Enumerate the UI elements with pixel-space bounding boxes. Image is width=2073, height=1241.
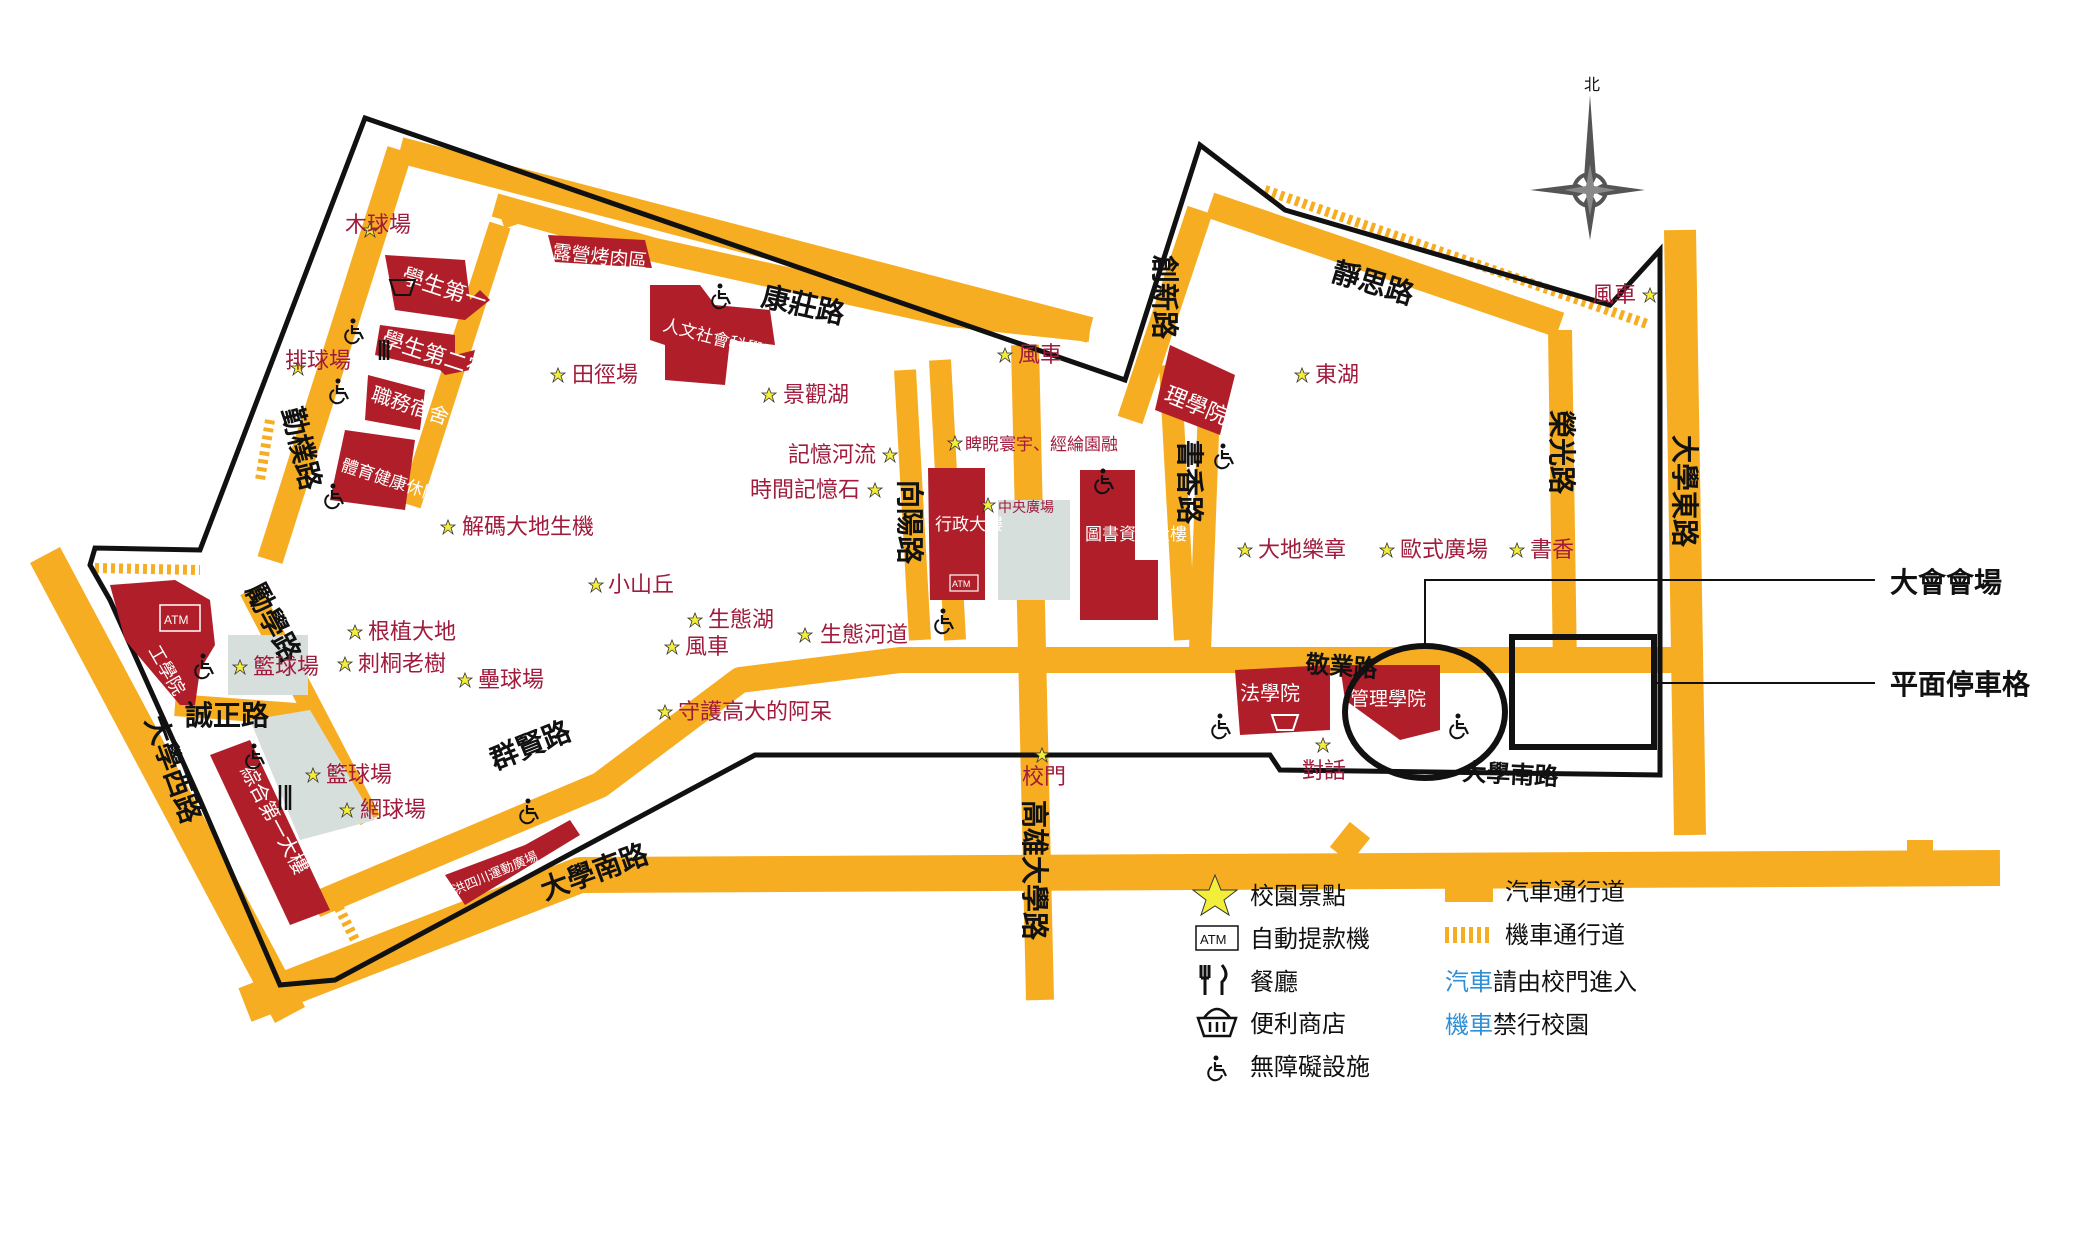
spot-pnyy: 睥睨寰宇、經綸園融 bbox=[965, 434, 1118, 455]
motorcycle-roads bbox=[94, 185, 1652, 943]
spot-tjc: 田徑場 bbox=[572, 363, 638, 388]
compass-north-label: 北 bbox=[1584, 75, 1600, 94]
spot-sx: 書香 bbox=[1530, 538, 1574, 563]
legend-store: 便利商店 bbox=[1250, 1010, 1346, 1038]
spot-fc3: 風車 bbox=[1592, 283, 1636, 308]
bldg-admin: 行政大樓 bbox=[935, 515, 1003, 535]
spot-lqc2: 籃球場 bbox=[326, 763, 392, 788]
spot-wqc: 網球場 bbox=[360, 798, 426, 823]
road-qunxian: 群賢路 bbox=[485, 714, 576, 776]
road-network bbox=[29, 137, 2001, 1023]
spot-labels: 木球場 排球場 田徑場 景觀湖 風車 記憶河流 時間記憶石 睥睨寰宇、經綸園融 … bbox=[253, 213, 1636, 823]
road-rongguang: 榮光路 bbox=[1545, 410, 1578, 495]
spot-jyhl: 記憶河流 bbox=[788, 443, 876, 468]
legend-restaurant-icon bbox=[1199, 964, 1228, 995]
legend-atm-icon bbox=[1195, 925, 1239, 951]
legend-car-road: 汽車通行道 bbox=[1505, 878, 1625, 906]
bldg-library: 圖書資訊大樓 bbox=[1085, 525, 1187, 545]
road-xiangyang: 向陽路 bbox=[893, 480, 926, 565]
spot-lqc1: 籃球場 bbox=[253, 655, 319, 680]
road-shuxiang: 書香路 bbox=[1173, 440, 1206, 525]
spot-zygc: 中央廣場 bbox=[998, 499, 1054, 516]
spot-gzdd: 根植大地 bbox=[368, 620, 456, 645]
spot-sjjys: 時間記憶石 bbox=[750, 478, 860, 503]
road-daxue-east: 大學東路 bbox=[1668, 435, 1701, 548]
spot-lqc: 壘球場 bbox=[478, 668, 544, 693]
spot-xm: 校門 bbox=[1022, 765, 1066, 790]
spot-oshgc: 歐式廣場 bbox=[1400, 538, 1488, 563]
road-chengzheng: 誠正路 bbox=[185, 699, 270, 732]
spot-stw: 生態湖 bbox=[708, 608, 774, 633]
callout-venue-label: 大會會場 bbox=[1890, 566, 2002, 598]
legend-car-road-icon bbox=[1445, 880, 1493, 902]
legend-attractions: 校園景點 bbox=[1250, 882, 1346, 910]
legend-moto-rest: 禁行校園 bbox=[1493, 1011, 1589, 1039]
legend-moto-road: 機車通行道 bbox=[1505, 921, 1625, 949]
callouts: 大會會場 平面停車格 bbox=[1342, 566, 2031, 781]
spot-pqc: 排球場 bbox=[285, 349, 351, 374]
campus-boundary bbox=[87, 114, 1663, 988]
atm-engineering-label: ATM bbox=[164, 613, 188, 627]
spot-sthd: 生態河道 bbox=[820, 623, 908, 648]
legend-atm-icon-label: ATM bbox=[1200, 932, 1226, 947]
legend-store-icon bbox=[1196, 1007, 1238, 1038]
spot-jmdd: 解碼大地生機 bbox=[462, 515, 594, 540]
legend-car-word: 汽車 bbox=[1445, 968, 1493, 996]
spot-shgd: 守護高大的阿呆 bbox=[678, 700, 832, 725]
map-store-icons bbox=[388, 279, 1300, 731]
legend-star-icon bbox=[1191, 873, 1239, 917]
legend: 校園景點 ATM 自動提款機 餐廳 便利商店 無障礙設施 汽車通行道 機車通行道… bbox=[1191, 873, 1637, 1082]
atm-admin-label: ATM bbox=[952, 579, 970, 589]
spot-ddyz: 大地樂章 bbox=[1258, 538, 1346, 563]
legend-moto-rule: 機車禁行校園 bbox=[1445, 1011, 1589, 1039]
spot-fc2: 風車 bbox=[685, 635, 729, 660]
bldg-law: 法學院 bbox=[1240, 681, 1300, 705]
building-atm-badges: ATM ATM bbox=[159, 574, 979, 632]
legend-moto-word: 機車 bbox=[1445, 1011, 1493, 1039]
parking-box bbox=[1509, 634, 1657, 750]
spot-dh: 對話 bbox=[1302, 759, 1346, 784]
road-kaohsiung-daxue: 高雄大學路 bbox=[1018, 800, 1051, 941]
map-restaurant-icons bbox=[278, 340, 390, 810]
spot-ctls: 刺桐老樹 bbox=[358, 652, 446, 677]
spot-jgh: 景觀湖 bbox=[783, 383, 849, 408]
spot-mqc: 木球場 bbox=[345, 213, 411, 238]
spot-fc1: 風車 bbox=[1018, 343, 1062, 368]
spot-xsq: 小山丘 bbox=[608, 573, 674, 598]
road-chuangxin: 創新路 bbox=[1148, 255, 1181, 340]
compass: 北 bbox=[1530, 75, 1645, 240]
legend-car-rest: 請由校門進入 bbox=[1493, 968, 1637, 996]
legend-car-rule: 汽車請由校門進入 bbox=[1445, 968, 1637, 996]
spot-dh2: 東湖 bbox=[1315, 363, 1359, 388]
legend-accessible: 無障礙設施 bbox=[1250, 1053, 1370, 1081]
buildings bbox=[110, 235, 1440, 925]
legend-accessible-icon bbox=[1207, 1054, 1228, 1082]
legend-atm: 自動提款機 bbox=[1250, 925, 1370, 953]
bldg-management: 管理學院 bbox=[1350, 688, 1426, 710]
callout-parking-label: 平面停車格 bbox=[1890, 668, 2031, 700]
legend-restaurant: 餐廳 bbox=[1250, 968, 1298, 996]
